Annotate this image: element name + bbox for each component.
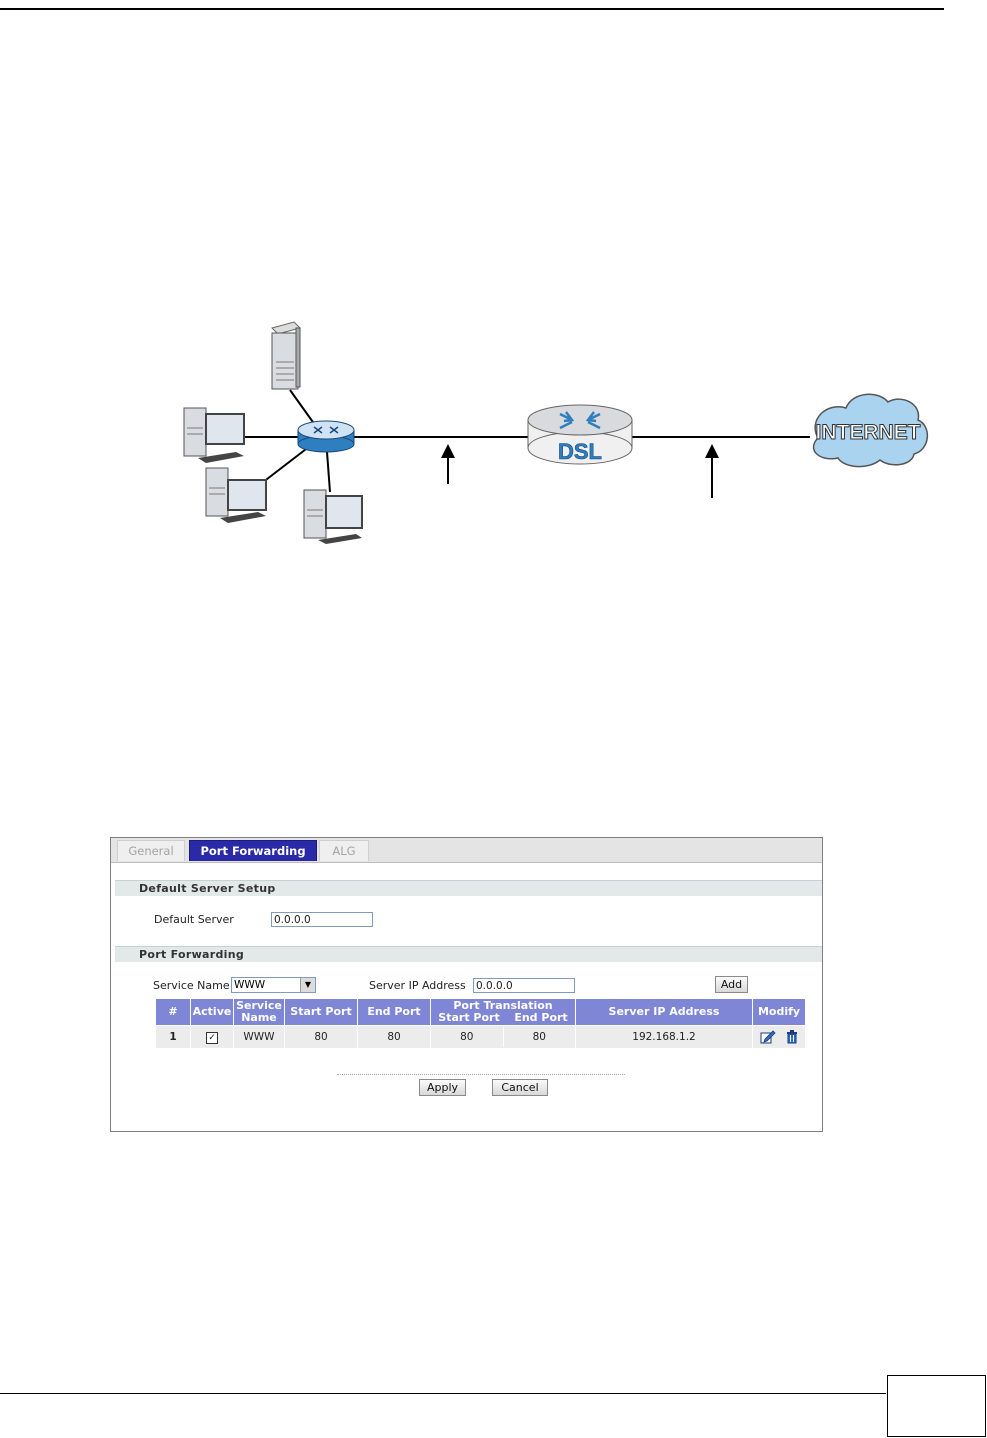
default-server-label: Default Server (154, 913, 234, 926)
col-number: # (155, 998, 191, 1026)
default-server-section-title: Default Server Setup (115, 880, 822, 896)
server-ip-input[interactable]: 0.0.0.0 (473, 978, 575, 993)
table-row: 1 ✓ WWW 80 80 80 80 192.168.1.2 (155, 1025, 806, 1049)
server-icon (271, 321, 301, 390)
row-modify (752, 1025, 806, 1049)
arrow-icon (705, 444, 719, 498)
add-button[interactable]: Add (715, 976, 748, 993)
internet-label: INTERNET (816, 421, 921, 444)
edit-icon[interactable] (760, 1030, 776, 1044)
divider (337, 1074, 625, 1075)
col-modify: Modify (752, 998, 806, 1026)
col-pt-start-port: Start Port (438, 1011, 500, 1024)
footer-rule (0, 1393, 886, 1394)
arrow-icon (441, 444, 455, 484)
row-server-ip: 192.168.1.2 (575, 1025, 753, 1049)
tab-port-forwarding[interactable]: Port Forwarding (189, 840, 317, 861)
apply-button[interactable]: Apply (419, 1079, 466, 1096)
col-service-name-line2: Name (241, 1011, 277, 1024)
header-rule (0, 8, 944, 10)
network-diagram: DSL INTERNET (183, 321, 928, 544)
computer-icon (183, 407, 245, 463)
col-start-port: Start Port (284, 998, 358, 1026)
row-service-name: WWW (233, 1025, 285, 1049)
row-pt-start-port: 80 (431, 1027, 504, 1047)
page-number-box (887, 1375, 986, 1437)
dsl-label: DSL (558, 439, 602, 464)
computer-icon (205, 467, 267, 523)
col-service-name: Service Name (233, 998, 285, 1026)
tab-general[interactable]: General (117, 840, 185, 861)
switch-icon (297, 420, 355, 453)
default-server-input[interactable]: 0.0.0.0 (271, 912, 373, 927)
row-port-translation: 80 80 (430, 1025, 576, 1049)
internet-cloud-icon: INTERNET (812, 393, 928, 468)
trash-icon[interactable] (786, 1030, 798, 1044)
link-line (289, 389, 316, 426)
col-end-port: End Port (357, 998, 431, 1026)
port-forwarding-section-title: Port Forwarding (115, 946, 822, 962)
row-pt-end-port: 80 (532, 1031, 546, 1043)
col-server-ip: Server IP Address (575, 998, 753, 1026)
dsl-router-icon: DSL (527, 404, 633, 465)
link-line (326, 451, 331, 493)
col-port-translation-title: Port Translation (453, 999, 553, 1012)
table-header-row: # Active Service Name Start Port End Por… (155, 998, 806, 1026)
service-name-value: WWW (234, 979, 266, 991)
server-ip-label: Server IP Address (369, 979, 466, 992)
col-service-name-line1: Service (236, 999, 282, 1012)
row-start-port: 80 (284, 1025, 358, 1049)
col-port-translation: Port Translation Start Port End Port (430, 998, 576, 1026)
cancel-button[interactable]: Cancel (492, 1079, 548, 1096)
port-forwarding-table: # Active Service Name Start Port End Por… (155, 998, 806, 1049)
tab-alg[interactable]: ALG (319, 840, 369, 861)
col-active: Active (190, 998, 234, 1026)
service-name-label: Service Name (153, 979, 230, 992)
row-end-port: 80 (357, 1025, 431, 1049)
chevron-down-icon: ▼ (300, 978, 315, 992)
active-checkbox[interactable]: ✓ (206, 1031, 218, 1044)
row-active-cell: ✓ (190, 1025, 234, 1049)
computer-icon (303, 489, 363, 544)
col-pt-end-port: End Port (514, 1011, 568, 1024)
tab-bar: General Port Forwarding ALG (111, 838, 822, 863)
row-number: 1 (155, 1025, 191, 1049)
service-name-select[interactable]: WWW ▼ (231, 977, 316, 993)
port-forwarding-screenshot: General Port Forwarding ALG Default Serv… (110, 837, 823, 1132)
